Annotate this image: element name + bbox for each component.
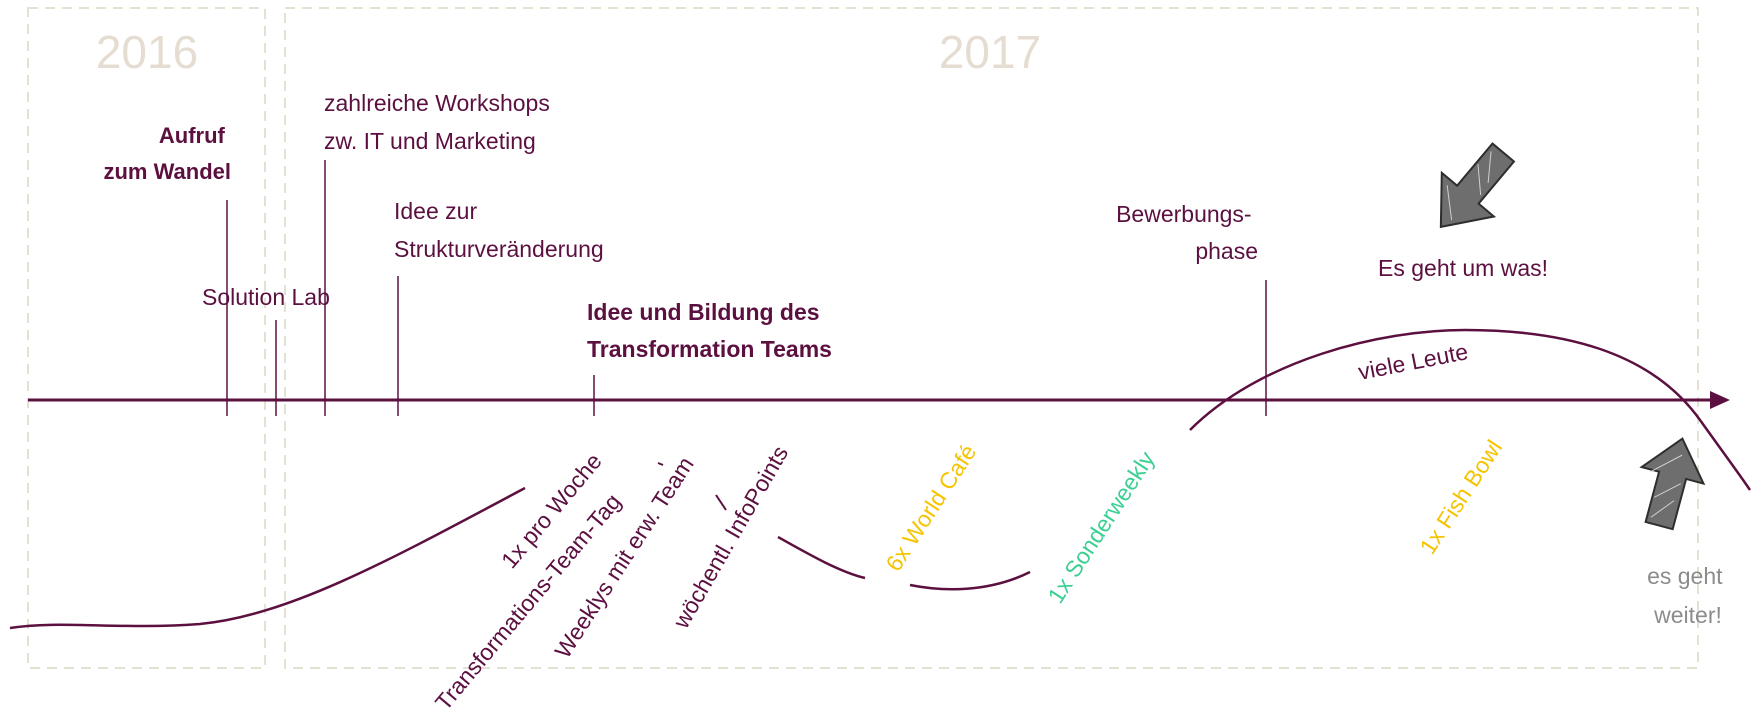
dash-infopoints xyxy=(715,494,727,511)
time-axis-arrowhead xyxy=(1710,391,1730,409)
engagement-curve-dip-2 xyxy=(909,570,1031,591)
event-transformation-team: Idee und Bildung des Transformation Team… xyxy=(587,299,832,362)
year-label-2016: 2016 xyxy=(96,26,198,78)
event-aufruf: Aufruf zum Wandel xyxy=(103,123,231,184)
period-box-2016 xyxy=(27,7,266,669)
event-fish-bowl: 1x Fish Bowl xyxy=(1414,435,1507,559)
dash-weeklys xyxy=(657,462,664,466)
arrow-up-icon xyxy=(1639,437,1706,531)
event-solution-lab: Solution Lab xyxy=(202,284,330,310)
event-world-cafe: 6x World Café xyxy=(880,440,981,576)
event-bewerbungsphase: Bewerbungs- phase xyxy=(1116,201,1258,264)
event-strukturveraenderung: Idee zur Strukturveränderung xyxy=(394,198,604,262)
event-workshops: zahlreiche Workshops zw. IT und Marketin… xyxy=(324,90,556,154)
event-sonderweekly: 1x Sonderweekly xyxy=(1042,446,1159,607)
engagement-curve-dip-1 xyxy=(777,535,866,580)
callout-es-geht-um-was: Es geht um was! xyxy=(1378,255,1548,281)
curve-label: viele Leute xyxy=(1356,338,1470,385)
engagement-curve-hill xyxy=(1189,328,1752,491)
period-box-2017 xyxy=(284,7,1699,669)
engagement-curve-left xyxy=(9,486,526,630)
callout-es-geht-weiter: es geht weiter! xyxy=(1647,563,1729,628)
arrow-down-icon xyxy=(1439,142,1516,229)
year-label-2017: 2017 xyxy=(939,26,1041,78)
